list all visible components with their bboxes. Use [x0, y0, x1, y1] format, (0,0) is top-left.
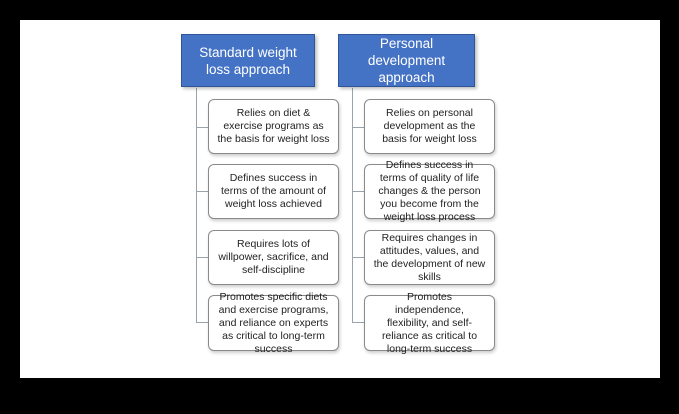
standard-item-experts: Promotes specific diets and exercise pro…: [208, 291, 339, 355]
right-branch-1: [352, 127, 364, 128]
standard-item-willpower: Requires lots of willpower, sacrifice, a…: [208, 230, 339, 285]
left-branch-4: [196, 322, 208, 323]
standard-item-success-definition: Defines success in terms of the amount o…: [208, 164, 339, 219]
personal-item-quality-of-life: Defines success in terms of quality of l…: [364, 159, 495, 223]
left-branch-1: [196, 127, 208, 128]
right-branch-3: [352, 257, 364, 258]
right-branch-4: [352, 322, 364, 323]
left-vertical-connector: [196, 88, 197, 322]
personal-development-header: Personal development approach: [338, 34, 475, 87]
personal-item-development-basis: Relies on personal development as the ba…: [364, 99, 495, 154]
right-vertical-connector: [352, 88, 353, 322]
personal-item-attitudes-skills: Requires changes in attitudes, values, a…: [364, 230, 495, 285]
standard-item-diet-exercise: Relies on diet & exercise programs as th…: [208, 99, 339, 154]
right-branch-2: [352, 191, 364, 192]
left-branch-2: [196, 191, 208, 192]
standard-approach-header: Standard weight loss approach: [181, 34, 315, 87]
diagram-canvas: Standard weight loss approach Personal d…: [20, 20, 660, 378]
left-branch-3: [196, 257, 208, 258]
personal-item-self-reliance: Promotes independence, flexibility, and …: [364, 291, 495, 355]
